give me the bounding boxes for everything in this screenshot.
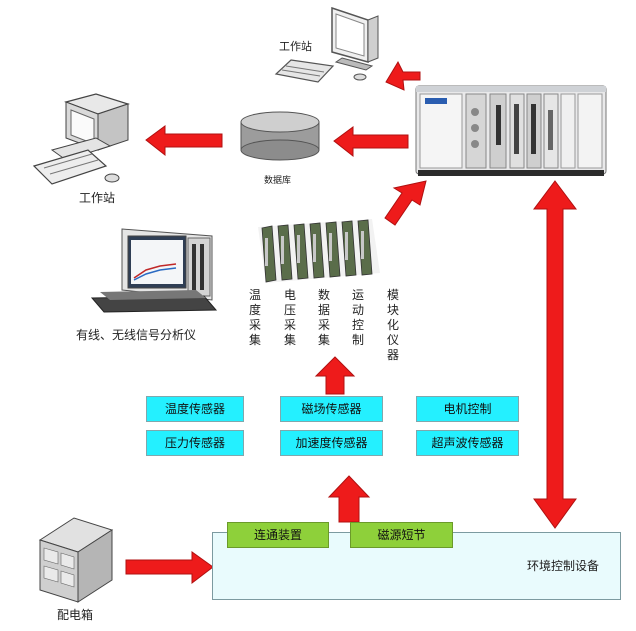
workstation-left-icon — [32, 93, 130, 185]
workstation-top-icon — [274, 6, 379, 83]
sensor-magnetic: 磁场传感器 — [280, 396, 383, 422]
device-connector: 连通装置 — [227, 522, 329, 548]
arrow-pxi-to-workstation-top — [385, 60, 421, 91]
arrow-env-to-sensors — [327, 475, 371, 523]
sensor-ultrasonic: 超声波传感器 — [416, 430, 519, 456]
distribution-box-label: 配电箱 — [57, 608, 94, 622]
device-magnetic-sub: 磁源短节 — [350, 522, 453, 548]
arrow-database-to-workstation — [145, 125, 223, 157]
module-label-data: 数据采集 — [317, 288, 330, 347]
arrow-sensors-to-modules — [314, 356, 356, 395]
arrow-env-pxi-bidirectional — [533, 180, 577, 529]
sensor-pressure: 压力传感器 — [146, 430, 244, 456]
distribution-box-icon — [38, 517, 114, 603]
sensor-motor-control: 电机控制 — [416, 396, 519, 422]
workstation-top-label: 工作站 — [279, 40, 312, 53]
arrow-power-to-env — [125, 551, 214, 585]
env-control-label: 环境控制设备 — [527, 559, 600, 573]
analyzer-label: 有线、无线信号分析仪 — [76, 328, 197, 342]
module-label-modular-instrument: 模块化仪器 — [386, 288, 399, 362]
pxi-chassis-icon — [415, 85, 607, 176]
arrow-pxi-to-database — [333, 126, 409, 158]
analyzer-icon — [90, 228, 218, 313]
module-label-motion: 运动控制 — [351, 288, 364, 347]
module-label-temperature: 温度采集 — [248, 288, 261, 347]
sensor-temperature: 温度传感器 — [146, 396, 244, 422]
sensor-acceleration: 加速度传感器 — [280, 430, 383, 456]
arrow-modules-to-pxi — [384, 180, 427, 226]
database-icon — [240, 111, 320, 161]
module-label-voltage: 电压采集 — [283, 288, 296, 347]
database-label: 数据库 — [264, 176, 292, 186]
module-cards-icon — [258, 219, 380, 283]
workstation-left-label: 工作站 — [79, 191, 116, 205]
